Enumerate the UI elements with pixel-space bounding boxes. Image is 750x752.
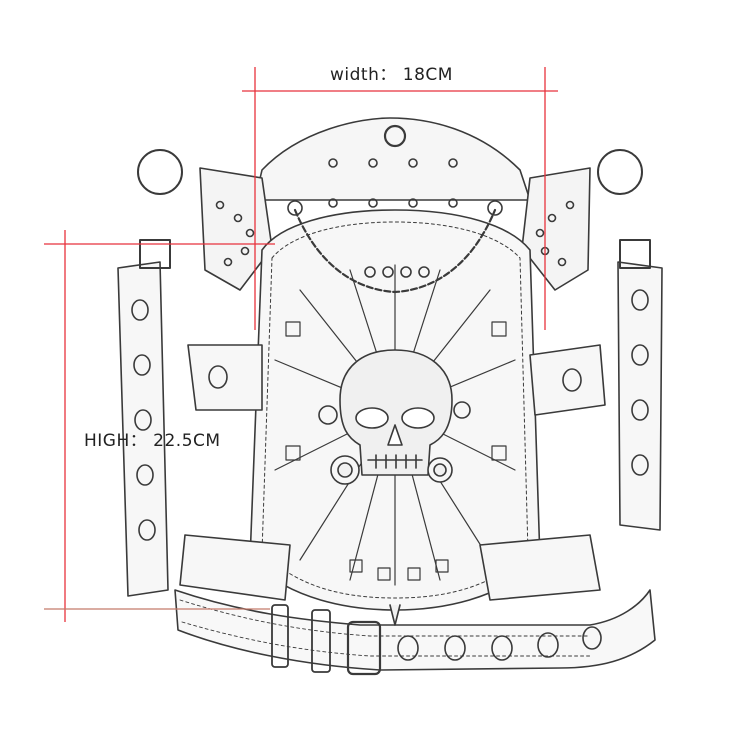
left-strap-clip — [139, 239, 171, 269]
left-strap — [117, 261, 169, 597]
spike — [389, 604, 401, 626]
skull-emblem — [318, 349, 471, 485]
left-shoulder-flap — [199, 167, 273, 291]
right-shoulder-flap — [521, 167, 591, 291]
left-d-ring — [137, 149, 183, 195]
rivet-row — [364, 266, 430, 278]
belt-buckle — [346, 620, 382, 676]
belt-loops — [271, 604, 331, 673]
right-side-tab — [529, 344, 606, 416]
left-side-tab — [187, 344, 263, 411]
waist-belt — [174, 589, 656, 671]
width-guide — [242, 67, 558, 330]
height-dimension-label: HIGH： 22.5CM — [84, 431, 221, 451]
lower-left-tab — [179, 534, 291, 601]
right-strap — [617, 261, 663, 531]
right-d-ring — [597, 149, 643, 195]
lower-right-tab — [479, 534, 601, 601]
studs-row-top — [328, 158, 458, 208]
front-chain — [293, 208, 497, 294]
pyramid-studs — [285, 321, 507, 581]
right-strap-grommets — [631, 289, 649, 476]
width-dimension-label: width： 18CM — [330, 65, 453, 85]
height-guide — [44, 230, 275, 622]
hang-ring-hole — [383, 124, 407, 148]
left-strap-grommets — [131, 299, 156, 541]
top-panel — [254, 117, 531, 201]
belt-grommets — [397, 626, 602, 661]
right-strap-clip — [619, 239, 651, 269]
